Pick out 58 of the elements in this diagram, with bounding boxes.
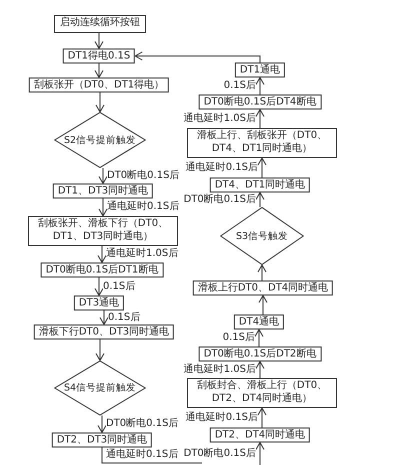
- edge-label: 通电延时0.1S后: [186, 162, 258, 174]
- edge-label: 通电延时1.0S后: [184, 364, 256, 376]
- arrow: [258, 295, 268, 315]
- arrow: [258, 408, 266, 428]
- process-box: 滑板上行DT0、DT4同时通电: [192, 280, 334, 296]
- process-box: 启动连续循环按钮: [54, 15, 146, 33]
- process-box: 刮板张开（DT0、DT1得电）: [28, 78, 170, 92]
- arrow: [96, 92, 104, 112]
- process-box: DT2、DT3同时通电: [52, 432, 152, 448]
- edge-label: DT0断电0.1S后: [106, 418, 178, 430]
- edge-label: 0.1S后: [103, 280, 136, 292]
- arrow: [94, 277, 104, 296]
- process-box: DT1得电0.1S: [62, 48, 136, 64]
- arrow: [98, 415, 106, 433]
- process-box: DT0断电0.1S后DT2断电: [198, 346, 322, 362]
- edge-label: DT0断电0.1S后: [184, 194, 256, 206]
- process-box: DT0断电0.1S后DT1断电: [40, 262, 164, 278]
- arrow: [100, 310, 108, 325]
- arrow: [98, 246, 106, 263]
- process-box: 刮板封合、滑板上行（DT0、DT2、DT4同时通电）: [187, 378, 337, 408]
- arrow: [258, 264, 266, 281]
- edge-label: 通电延时0.1S后: [107, 201, 180, 214]
- edge-label: 通电延时1.0S后: [106, 248, 178, 260]
- decision-diamond: S3信号触发: [220, 207, 304, 265]
- edge-label: 0.1S后: [108, 312, 140, 324]
- edge-label: DT0断电0.1S后: [107, 170, 180, 182]
- arrow: [254, 329, 264, 347]
- arrow: [134, 52, 260, 63]
- process-box: DT3通电: [74, 296, 124, 310]
- arrow: [256, 192, 264, 208]
- arrow: [256, 361, 264, 378]
- edge-label: 通电延时0.1S后: [186, 412, 258, 424]
- arrow: [258, 158, 266, 178]
- arrow: [94, 32, 104, 49]
- arrow: [256, 442, 264, 465]
- edge-label: 0.1S后: [222, 332, 255, 344]
- arrow: [256, 77, 264, 95]
- arrow: [98, 198, 108, 216]
- edge-label: 通电延时1.0S后: [184, 112, 256, 125]
- decision-diamond: S2信号提前触发: [54, 112, 146, 168]
- process-box: DT4通电: [234, 314, 284, 330]
- decision-diamond: S4信号提前触发: [54, 360, 146, 416]
- edge-label: DT0断电0.1S后: [184, 448, 256, 460]
- arrow: [256, 109, 264, 128]
- process-box: DT2、DT4同时通电: [210, 428, 310, 442]
- edge-label: 0.1S后: [224, 80, 256, 92]
- process-box: 滑板下行DT0、DT3同时通电: [34, 324, 174, 340]
- arrow: [96, 339, 104, 361]
- process-box: 滑板上行、刮板张开（DT0、DT4、DT1同时通电）: [187, 128, 337, 158]
- edge-label: 通电延时0.1S后: [106, 449, 178, 462]
- arrow: [98, 168, 108, 184]
- process-box: DT1、DT3同时通电: [52, 184, 154, 198]
- process-box: DT1通电: [234, 62, 286, 78]
- process-box: DT4、DT1同时通电: [210, 178, 310, 192]
- arrow: [94, 63, 104, 78]
- process-box: 刮板张开、滑板下行（DT0、DT1、DT3同时通电）: [28, 216, 178, 246]
- connector-line: [102, 447, 202, 464]
- process-box: DT0断电0.1S后DT4断电: [198, 94, 322, 110]
